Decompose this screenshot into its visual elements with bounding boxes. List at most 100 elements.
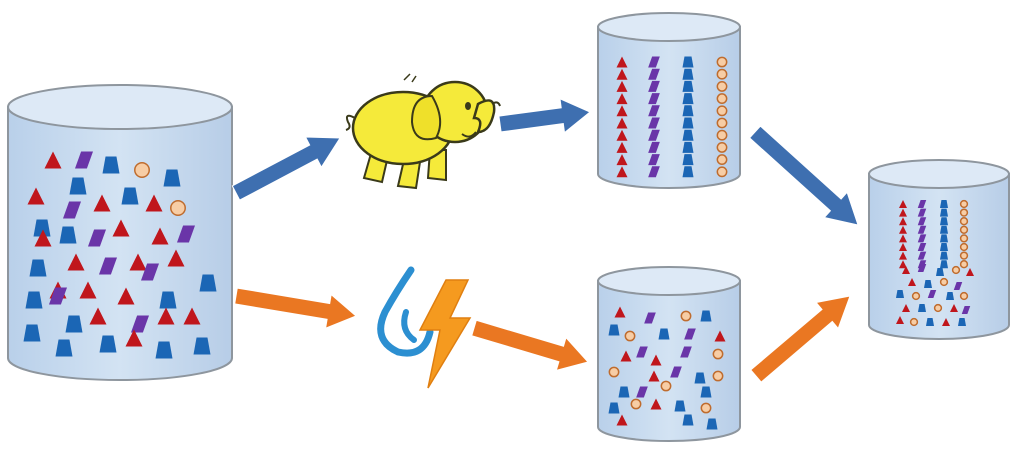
trapezoid-shape — [682, 68, 694, 80]
hadoop-elephant-icon — [345, 73, 501, 190]
circle-shape — [716, 154, 728, 166]
trapezoid-shape — [155, 341, 173, 359]
parallelogram-shape — [648, 129, 660, 141]
triangle-shape — [899, 225, 907, 234]
trapezoid-shape — [59, 226, 77, 244]
parallelogram-shape — [927, 290, 937, 298]
trapezoid-shape — [658, 328, 670, 340]
circle-shape — [716, 93, 728, 105]
parallelogram-shape — [917, 251, 927, 260]
arrow-hadoop-to-batch — [498, 97, 591, 134]
triangle-shape — [908, 278, 916, 286]
trapezoid-shape — [926, 318, 934, 326]
triangle-shape — [899, 200, 907, 208]
circle-shape — [134, 162, 150, 178]
circle-shape — [959, 217, 969, 226]
trapezoid-shape — [940, 225, 948, 234]
circle-shape — [716, 105, 728, 117]
circle-shape — [624, 330, 636, 342]
parallelogram-shape — [48, 287, 68, 305]
circle-shape — [700, 402, 712, 414]
parallelogram-shape — [670, 366, 682, 378]
triangle-shape — [117, 287, 135, 305]
trapezoid-shape — [163, 169, 181, 187]
parallelogram-shape — [680, 346, 692, 358]
triangle-shape — [902, 304, 910, 312]
water-drop-lightning-icon — [377, 266, 472, 389]
triangle-shape — [145, 194, 163, 212]
circle-shape — [716, 166, 728, 178]
trapezoid-shape — [199, 274, 217, 292]
trapezoid-shape — [29, 259, 47, 277]
trapezoid-shape — [618, 386, 630, 398]
triangle-shape — [650, 354, 662, 366]
trapezoid-shape — [682, 141, 694, 153]
circle-shape — [716, 68, 728, 80]
trapezoid-shape — [69, 177, 87, 195]
merged-shapes — [896, 199, 974, 327]
arrow-batch-to-merged — [748, 125, 859, 226]
trapezoid-shape — [102, 156, 120, 174]
triangle-shape — [112, 219, 130, 237]
trapezoid-shape — [682, 105, 694, 117]
triangle-shape — [899, 208, 907, 217]
batch-output-tank — [597, 12, 741, 189]
triangle-shape — [899, 217, 907, 226]
triangle-shape — [616, 414, 628, 426]
triangle-shape — [79, 281, 97, 299]
triangle-shape — [614, 306, 626, 318]
trapezoid-shape — [682, 93, 694, 105]
circle-shape — [660, 380, 672, 392]
triangle-shape — [44, 151, 62, 169]
source-tank — [7, 84, 233, 381]
stream-mixed-shapes — [608, 306, 726, 430]
trapezoid-shape — [682, 117, 694, 129]
parallelogram-shape — [98, 257, 118, 275]
parallelogram-shape — [87, 229, 107, 247]
parallelogram-shape — [648, 68, 660, 80]
trapezoid-shape — [65, 315, 83, 333]
triangle-shape — [896, 316, 904, 324]
triangle-shape — [714, 330, 726, 342]
trapezoid-shape — [23, 324, 41, 342]
parallelogram-shape — [917, 217, 927, 226]
parallelogram-shape — [130, 315, 150, 333]
triangle-shape — [620, 350, 632, 362]
triangle-shape — [34, 229, 52, 247]
parallelogram-shape — [176, 225, 196, 243]
parallelogram-shape — [684, 328, 696, 340]
trapezoid-shape — [958, 318, 966, 326]
triangle-shape — [950, 304, 958, 312]
triangle-shape — [89, 307, 107, 325]
circle-shape — [630, 398, 642, 410]
triangle-shape — [616, 166, 628, 178]
trapezoid-shape — [33, 219, 51, 237]
triangle-shape — [151, 227, 169, 245]
triangle-shape — [183, 307, 201, 325]
arrow-source-to-hadoop — [231, 136, 341, 201]
parallelogram-shape — [636, 346, 648, 358]
parallelogram-shape — [648, 105, 660, 117]
circle-shape — [959, 208, 969, 217]
trapezoid-shape — [700, 310, 712, 322]
parallelogram-shape — [648, 154, 660, 166]
trapezoid-shape — [99, 335, 117, 353]
triangle-shape — [616, 68, 628, 80]
trapezoid-shape — [682, 56, 694, 68]
circle-shape — [911, 291, 921, 301]
triangle-shape — [157, 307, 175, 325]
trapezoid-shape — [940, 251, 948, 260]
triangle-shape — [899, 260, 907, 269]
parallelogram-shape — [917, 234, 927, 243]
circle-shape — [959, 242, 969, 252]
circle-shape — [716, 56, 728, 68]
circle-shape — [933, 303, 943, 313]
trapezoid-shape — [682, 414, 694, 426]
trapezoid-shape — [694, 372, 706, 384]
trapezoid-shape — [946, 292, 954, 300]
triangle-shape — [67, 253, 85, 271]
circle-shape — [716, 141, 728, 153]
trapezoid-shape — [608, 324, 620, 336]
trapezoid-shape — [936, 268, 944, 276]
parallelogram-shape — [74, 151, 94, 169]
